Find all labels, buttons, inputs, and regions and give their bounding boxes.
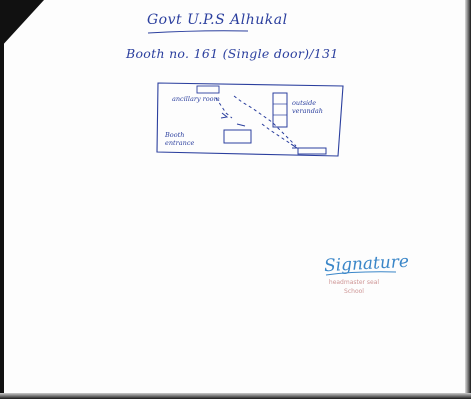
scan-left-edge — [0, 0, 4, 399]
booth-number-line: Booth no. 161 (Single door)/131 — [126, 46, 339, 61]
sketch-label-entrance: Booth entrance — [165, 131, 195, 147]
stamp-line-1: headmaster seal — [328, 279, 380, 286]
sketch-label-ancillary: ancillary room — [172, 95, 220, 103]
sketch-label-verandah: outside verandah — [292, 99, 323, 115]
document-title: Govt U.P.S Alhukal — [147, 12, 288, 28]
scan-right-edge — [465, 0, 471, 399]
scan-folded-corner — [0, 0, 44, 48]
scan-bottom-edge — [0, 393, 471, 399]
official-stamp: headmaster seal School — [318, 278, 390, 296]
stamp-line-2: School — [344, 288, 364, 295]
